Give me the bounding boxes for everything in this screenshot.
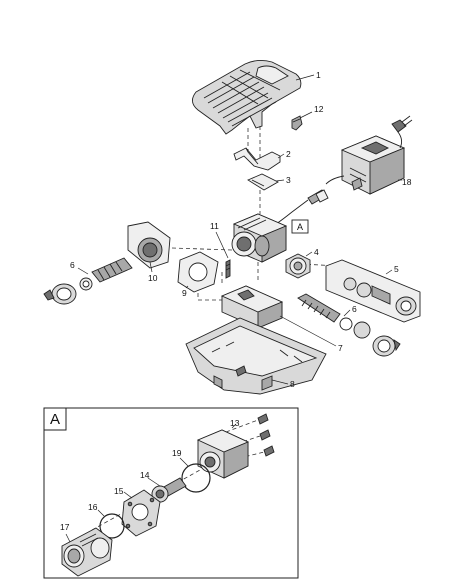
leader-6-right [343, 309, 351, 317]
leader-6-left [77, 267, 89, 275]
label-part-1: 1 [316, 70, 321, 80]
label-part-13: 13 [230, 418, 240, 428]
leader-7 [279, 315, 337, 347]
label-part-10: 10 [148, 273, 158, 283]
part-17-pump-head [61, 527, 113, 577]
part-2-bracket [233, 147, 281, 171]
part-9-plate [177, 251, 219, 293]
leader-15 [123, 491, 133, 499]
part-8-base-housing [185, 317, 327, 395]
part-16-seal-ring [99, 513, 125, 539]
inset-label-a: A [50, 411, 60, 428]
callout-label-a: A [297, 222, 303, 232]
leader-3 [275, 179, 285, 182]
label-part-12: 12 [314, 104, 324, 114]
part-15-cover-plate [121, 489, 161, 537]
leader-9 [185, 285, 189, 289]
label-part-16: 16 [88, 502, 98, 512]
part-3-plate [247, 173, 279, 191]
label-part-2: 2 [286, 149, 291, 159]
label-part-14: 14 [140, 470, 150, 480]
leader-4 [305, 251, 313, 257]
cable-connector [275, 189, 329, 225]
leader-1 [295, 74, 315, 81]
part-7-pump-block [220, 285, 284, 329]
leader-5 [385, 269, 393, 275]
label-part-11: 11 [210, 221, 219, 231]
part-6-right-connector-set [297, 293, 401, 357]
dash-left-motor [171, 247, 233, 251]
leader-10 [149, 261, 153, 273]
inset-screws [257, 413, 275, 457]
label-part-8: 8 [290, 379, 295, 389]
part-19-o-ring [181, 463, 211, 493]
leader-2 [277, 153, 285, 159]
leader-8 [271, 379, 289, 385]
label-part-5: 5 [394, 264, 399, 274]
label-part-4: 4 [314, 247, 319, 257]
part-5-right-connector-set [325, 259, 421, 323]
part-18-transformer [325, 115, 413, 195]
label-part-6-left: 6 [70, 260, 75, 270]
label-part-15: 15 [114, 486, 124, 496]
label-part-19: 19 [172, 448, 182, 458]
label-part-7: 7 [338, 343, 343, 353]
part-10-end-cap [127, 221, 171, 269]
label-part-17: 17 [60, 522, 70, 532]
leader-12 [299, 111, 313, 119]
part-11-screw [225, 259, 231, 279]
part-12-clip [291, 115, 303, 131]
callout-box-a: A [291, 219, 309, 234]
part-6-left-connector-set [43, 257, 133, 305]
part-1-top-cover [192, 59, 302, 135]
label-part-18: 18 [402, 177, 412, 187]
motor-unit [231, 213, 288, 263]
label-part-9: 9 [182, 288, 187, 298]
leader-13 [231, 423, 237, 429]
leader-16 [97, 509, 105, 517]
leader-17 [65, 533, 71, 543]
leader-14 [147, 477, 161, 487]
leader-19 [179, 457, 189, 467]
label-part-6-right: 6 [352, 304, 357, 314]
leader-11 [215, 231, 229, 259]
label-part-3: 3 [286, 175, 291, 185]
part-4-nut [285, 253, 311, 279]
